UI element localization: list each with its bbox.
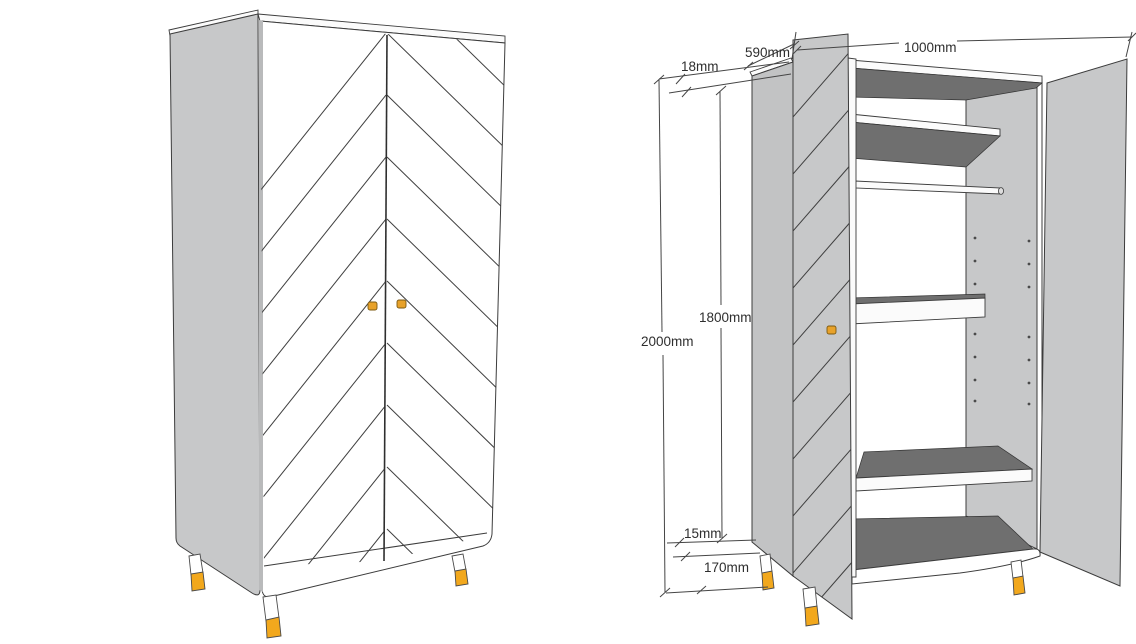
- plinth: [851, 548, 1041, 585]
- leg-foot: [454, 568, 469, 587]
- open-left-door: [792, 33, 853, 620]
- leg: [802, 586, 818, 610]
- leg: [188, 553, 204, 576]
- closed-wardrobe-legs: [188, 553, 469, 639]
- dimension-overall-height: 2000mm: [641, 74, 694, 598]
- open-right-door: [1039, 58, 1128, 587]
- dimension-label-width: 1000mm: [904, 40, 957, 55]
- leg-foot: [804, 605, 820, 627]
- chevron-pattern-left-door: [260, 32, 387, 566]
- open-door-knob: [826, 325, 837, 335]
- chevron-pattern-open-door: [793, 39, 852, 619]
- chevron-pattern-right-door: [386, 34, 505, 561]
- right-door-knob: [396, 299, 407, 309]
- front-doors-face: [259, 20, 506, 598]
- dimension-label-depth: 590mm: [745, 45, 790, 60]
- dimension-depth: 590mm: [743, 40, 800, 71]
- dimension-base-thickness: 15mm: [666, 526, 761, 562]
- open-wardrobe-legs: [759, 553, 1026, 627]
- shelf-pin-holes: [973, 236, 1031, 406]
- dimension-label-overall-height: 2000mm: [641, 334, 694, 349]
- closed-wardrobe-view: [168, 9, 506, 639]
- left-side-panel: [751, 61, 794, 578]
- bottom-panel: [851, 515, 1041, 585]
- dimension-annotations: 2000mm 1800mm 18mm 590mm: [641, 31, 1136, 598]
- open-wardrobe-view: [749, 33, 1128, 627]
- plinth-line: [263, 532, 488, 567]
- door-knobs: [367, 299, 407, 311]
- dimension-top-thickness: 18mm: [658, 59, 792, 98]
- leg-foot: [190, 571, 206, 592]
- dimension-width: 1000mm: [791, 31, 1136, 60]
- dimension-label-base-thickness: 15mm: [684, 526, 722, 541]
- dimension-label-top-thickness: 18mm: [681, 59, 719, 74]
- dimension-label-leg-height: 170mm: [704, 560, 749, 575]
- dimension-label-interior-height: 1800mm: [699, 310, 752, 325]
- front-left-edge: [259, 20, 263, 592]
- dimension-interior-height: 1800mm: [699, 85, 752, 544]
- door-seam: [383, 34, 388, 562]
- dimension-leg-height: 170mm: [665, 560, 769, 595]
- leg-foot: [761, 570, 775, 591]
- leg-foot: [265, 616, 282, 639]
- left-door-knob: [367, 301, 378, 311]
- leg-foot: [1012, 575, 1026, 596]
- lower-shelf: [855, 445, 1034, 492]
- side-panel: [169, 13, 261, 596]
